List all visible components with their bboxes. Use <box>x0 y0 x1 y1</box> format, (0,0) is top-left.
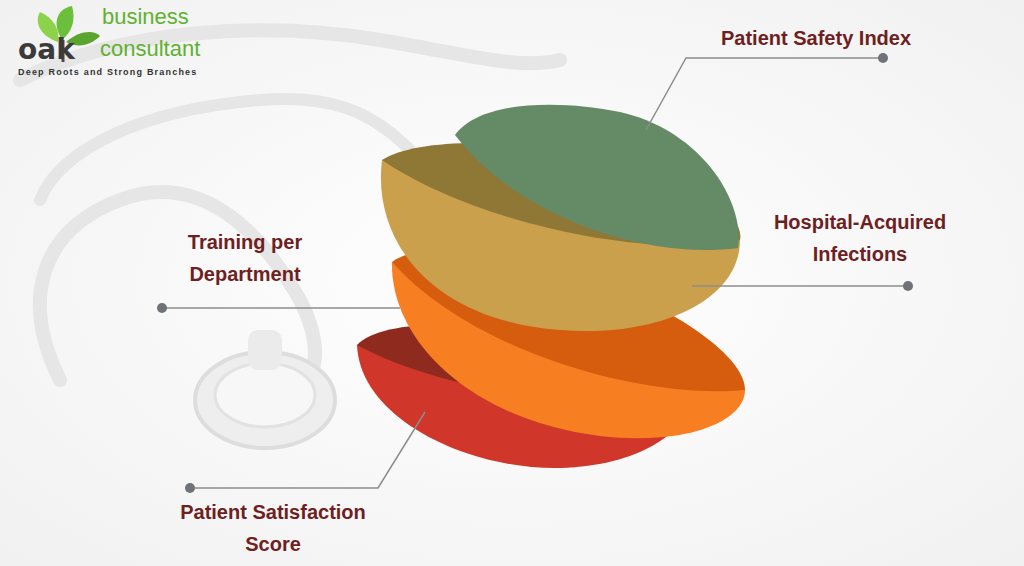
slice-label: Patient Safety Index <box>721 22 911 54</box>
slice-label: Patient Satisfaction Score <box>180 496 366 560</box>
leader-dots <box>157 53 913 493</box>
logo-word: business <box>102 6 189 28</box>
logo-tagline: Deep Roots and Strong Branches <box>18 68 198 77</box>
slice-label: Hospital-Acquired Infections <box>755 206 965 270</box>
logo-word: oak <box>18 36 75 64</box>
slice-label: Training per Department <box>160 226 330 290</box>
chest-piece <box>195 330 335 448</box>
sliced-sphere <box>357 105 745 468</box>
logo-word: consultant <box>100 38 200 60</box>
